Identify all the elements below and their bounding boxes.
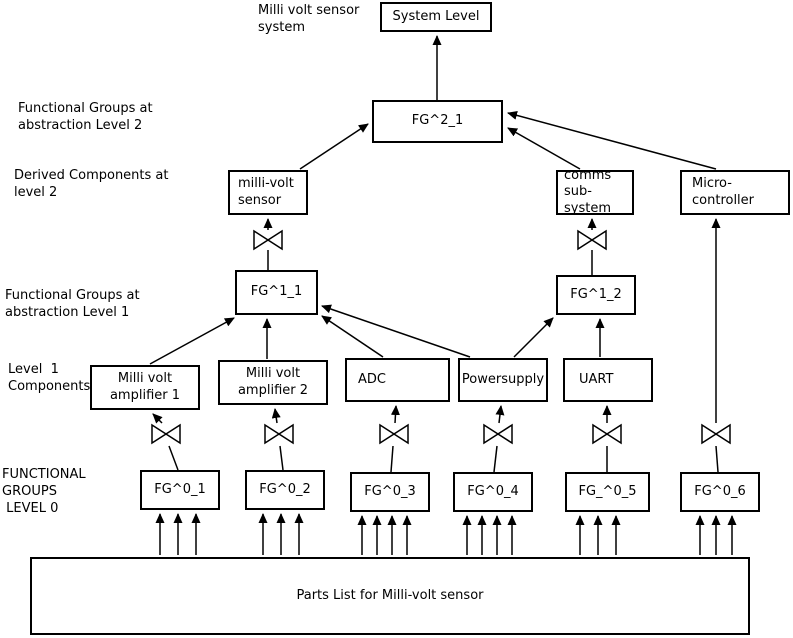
annotation-title: Milli volt sensor system [258, 3, 360, 35]
connector-arrows [149, 35, 737, 555]
annotation-derived-level2: Derived Components at level 2 [14, 168, 169, 200]
node-amplifier1: Milli volt amplifier 1 [90, 365, 200, 410]
line-fg01-to-bowtie [168, 445, 179, 471]
node-fg0-4: FG^0_4 [453, 472, 533, 512]
node-fg0-5: FG_^0_5 [565, 472, 650, 512]
node-powersupply: Powersupply [458, 358, 548, 402]
arrow-powersupply-to-fg12 [513, 317, 554, 358]
node-fg2-1: FG^2_1 [372, 100, 503, 143]
annotation-level2-groups: Functional Groups at abstraction Level 2 [18, 101, 153, 133]
node-parts-list: Parts List for Milli-volt sensor [30, 557, 750, 635]
node-microcontroller: Micro- controller [680, 170, 790, 215]
bowtie-icon [483, 423, 513, 445]
bowtie-icon [151, 423, 181, 445]
arrow-micro-to-fg21 [507, 110, 717, 170]
node-fg0-2: FG^0_2 [245, 470, 325, 510]
line-fg06-to-bowtie [715, 445, 719, 473]
annotation-level0-groups: FUNCTIONAL GROUPS LEVEL 0 [2, 467, 86, 516]
node-uart: UART [563, 358, 653, 402]
node-fg0-3: FG^0_3 [350, 472, 430, 512]
node-fg1-1: FG^1_1 [235, 270, 318, 315]
arrow-adc-to-fg11 [321, 315, 384, 358]
node-amplifier2: Milli volt amplifier 2 [218, 360, 328, 405]
line-fg03-to-bowtie [390, 445, 394, 473]
annotation-level1-groups: Functional Groups at abstraction Level 1 [5, 288, 140, 320]
bowtie-icon [701, 423, 731, 445]
composition-bowties [151, 229, 731, 445]
arrow-sensor-to-fg21 [299, 123, 369, 170]
arrow-bowtie-to-powersupply [495, 405, 505, 424]
node-comms-subsystem: comms sub-system [556, 168, 634, 216]
bowtie-icon [253, 229, 283, 251]
arrow-comms-to-fg21 [507, 127, 581, 170]
node-fg1-2: FG^1_2 [556, 275, 636, 315]
arrow-bowtie-to-adc [390, 405, 400, 424]
node-adc: ADC [345, 358, 450, 402]
line-fg02-to-bowtie [279, 445, 284, 471]
node-system-level: System Level [380, 2, 492, 32]
arrow-bowtie-to-amp2 [271, 408, 281, 424]
node-fg0-6: FG^0_6 [680, 472, 760, 512]
arrow-bowtie-to-amp1 [152, 413, 163, 424]
arrow-amp1-to-fg11 [149, 317, 235, 365]
arrow-powersupply-to-fg11 [321, 304, 471, 358]
bowtie-icon [379, 423, 409, 445]
bowtie-icon [264, 423, 294, 445]
node-fg0-1: FG^0_1 [140, 470, 220, 510]
bowtie-icon [577, 229, 607, 251]
annotation-level1-components: Level 1 Components [8, 362, 91, 394]
node-millivolt-sensor: milli-volt sensor [228, 170, 308, 215]
line-fg04-to-bowtie [493, 445, 498, 473]
bowtie-icon [592, 423, 622, 445]
